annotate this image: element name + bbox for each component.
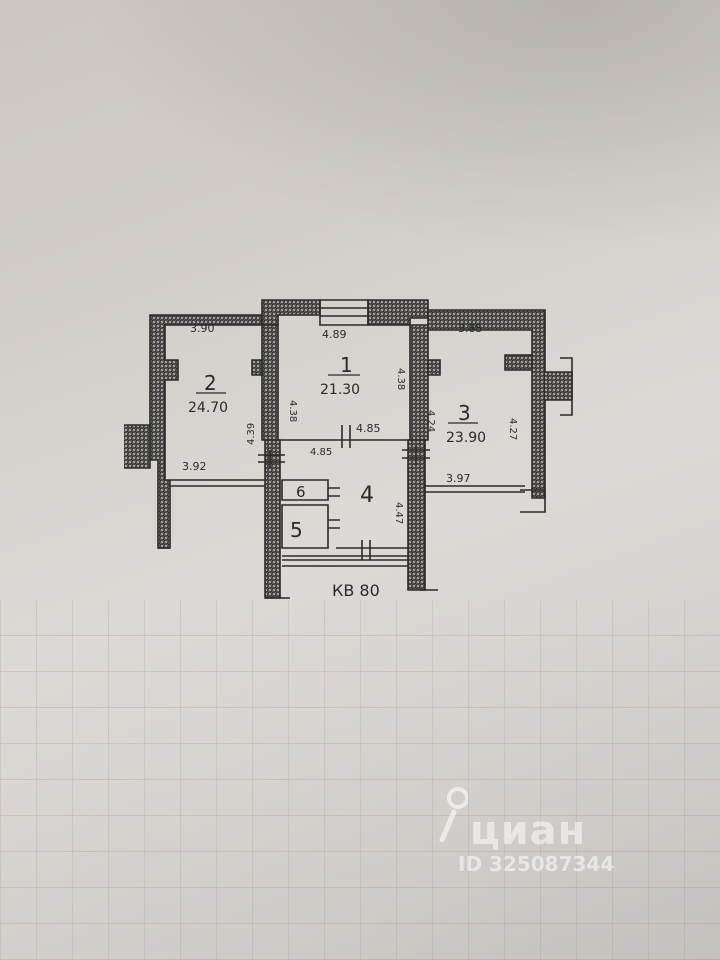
dim-room3-bottom: 3.97 xyxy=(446,472,471,485)
dim-room3-right: 4.27 xyxy=(507,418,518,440)
dim-hall-right: 4.47 xyxy=(393,502,404,524)
room-5-number: 5 xyxy=(290,518,303,542)
dim-room3-top: 3.85 xyxy=(458,322,483,335)
dim-room1-left: 4.38 xyxy=(287,400,298,422)
room-3-area: 23.90 xyxy=(446,430,486,446)
apartment-label: КВ 80 xyxy=(332,581,380,600)
dim-room2-right: 4.39 xyxy=(246,423,257,445)
floor-plan-walls xyxy=(124,299,573,599)
room-labels: 2 24.70 1 21.30 3 23.90 4 5 6 КВ 80 xyxy=(188,353,486,600)
room-1-number: 1 xyxy=(340,353,353,377)
paper-shadow xyxy=(0,0,720,300)
dim-room1-top: 4.89 xyxy=(322,328,347,341)
dim-room1-right: 4.38 xyxy=(395,368,406,390)
dim-room2-bottom: 3.92 xyxy=(182,460,207,473)
dim-room2-top: 3.90 xyxy=(190,322,215,335)
dim-hall-top: 4.85 xyxy=(310,447,332,458)
watermark-id: ID 325087344 xyxy=(458,852,615,876)
room-1-area: 21.30 xyxy=(320,382,360,398)
dim-room3-left: 4.24 xyxy=(425,410,436,432)
graph-paper-grid xyxy=(0,600,720,960)
room-4-number: 4 xyxy=(360,483,374,508)
dim-room1-bottom: 4.85 xyxy=(356,422,381,435)
room-2-number: 2 xyxy=(204,371,217,395)
watermark-brand: циан xyxy=(470,808,587,854)
location-pin-icon xyxy=(439,787,468,842)
room-6-number: 6 xyxy=(296,483,306,501)
room-3-number: 3 xyxy=(458,401,471,425)
dimension-labels: 3.90 4.39 3.92 4.89 4.38 4.38 4.85 4.85 … xyxy=(182,322,518,524)
room-2-area: 24.70 xyxy=(188,400,228,416)
